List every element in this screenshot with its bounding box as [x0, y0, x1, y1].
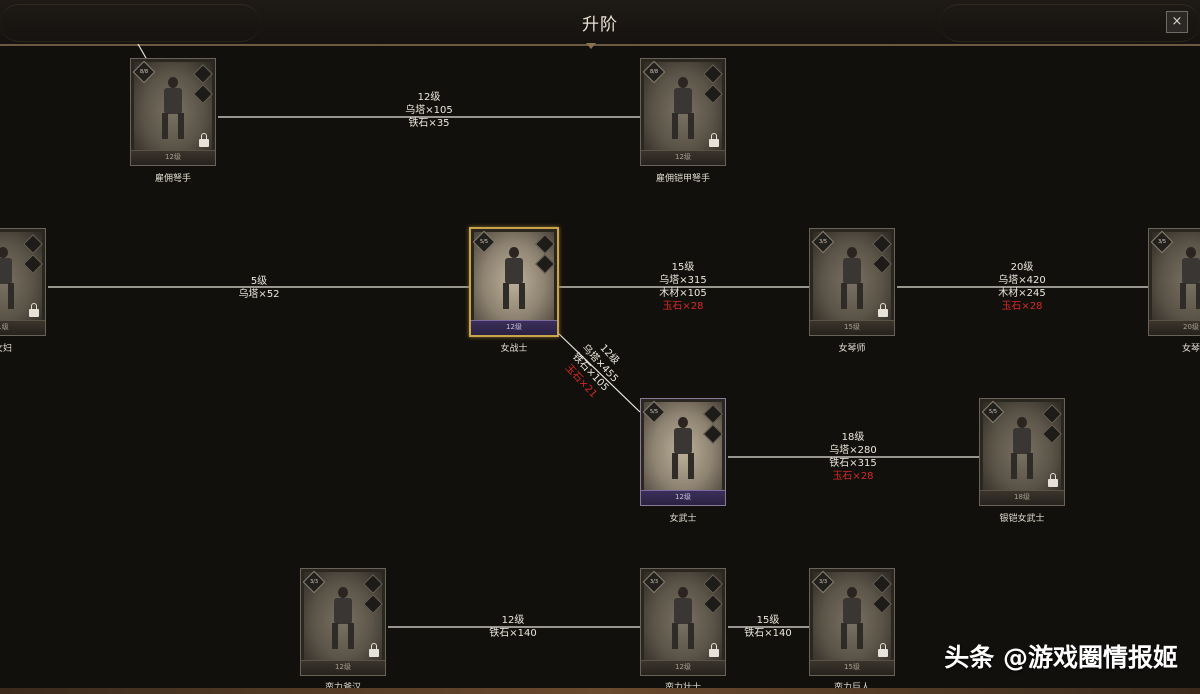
unit-figure	[671, 587, 695, 653]
title-ornament-left	[0, 4, 260, 42]
unit-figure	[840, 587, 864, 653]
unit-name: 女武士	[669, 514, 697, 524]
unit-level: 12级	[641, 490, 725, 505]
bottom-border	[0, 688, 1200, 694]
upgrade-cost-label: 15级 乌塔×315 木材×105 玉石×28	[659, 262, 707, 312]
lock-icon	[1048, 473, 1058, 487]
unit-card-female-warrior[interactable]: 5/5 12级	[469, 227, 559, 337]
unit-figure	[502, 247, 526, 313]
lock-icon	[878, 303, 888, 317]
unit-figure	[671, 417, 695, 483]
upgrade-cost-label: 5级 乌塔×52	[238, 276, 280, 300]
link-line-warrior-martial	[557, 332, 641, 413]
unit-name: 女战士	[500, 344, 528, 354]
upgrade-cost-label: 15级 铁石×140	[744, 615, 792, 639]
lock-icon	[29, 303, 39, 317]
unit-level: 20级	[1149, 320, 1200, 335]
lock-icon	[878, 643, 888, 657]
unit-level: 15级	[810, 320, 894, 335]
upgrade-cost-label: 12级 铁石×140	[489, 615, 537, 639]
unit-card-brute-strongman[interactable]: 3/3 12级	[640, 568, 726, 676]
unit-name: 女妇	[0, 344, 12, 354]
unit-card-silver-armor-female[interactable]: 5/5 18级	[979, 398, 1065, 506]
unit-level: 1级	[0, 320, 45, 335]
unit-figure	[0, 247, 15, 313]
unit-card-hired-crossbow[interactable]: 8/8 12级	[130, 58, 216, 166]
unit-level: 18级	[980, 490, 1064, 505]
upgrade-cost-label: 18级 乌塔×280 铁石×315 玉石×28	[829, 432, 877, 482]
unit-name: 雇佣弩手	[154, 174, 191, 184]
unit-name: 女琴	[1181, 344, 1200, 354]
lock-icon	[369, 643, 379, 657]
unit-name: 雇佣铠甲弩手	[655, 174, 710, 184]
watermark: 头条 @游戏圈情报姬	[944, 643, 1178, 672]
unit-card-hired-armored-crossbow[interactable]: 8/8 12级	[640, 58, 726, 166]
unit-card-brute-axeman[interactable]: 3/3 12级	[300, 568, 386, 676]
unit-card-female-martial[interactable]: 5/5 12级	[640, 398, 726, 506]
unit-figure	[1179, 247, 1200, 313]
close-button[interactable]: ×	[1166, 11, 1188, 33]
unit-figure	[161, 77, 185, 143]
upgrade-cost-label: 12级 乌塔×105 铁石×35	[405, 92, 453, 129]
unit-figure	[1010, 417, 1034, 483]
title-bar: 升阶 ×	[0, 0, 1200, 46]
unit-figure	[671, 77, 695, 143]
title-ornament-right	[940, 4, 1200, 42]
unit-level: 12级	[301, 660, 385, 675]
lock-icon	[199, 133, 209, 147]
link-line-top-offscreen	[137, 43, 147, 59]
unit-level: 12级	[131, 150, 215, 165]
unit-level: 12级	[641, 150, 725, 165]
unit-level: 15级	[810, 660, 894, 675]
lock-icon	[709, 133, 719, 147]
unit-name: 女琴师	[838, 344, 866, 354]
unit-figure	[331, 587, 355, 653]
unit-figure	[840, 247, 864, 313]
unit-card-female-lutist[interactable]: 3/5 15级	[809, 228, 895, 336]
unit-name: 银铠女武士	[999, 514, 1045, 524]
unit-card-brute-giant[interactable]: 3/3 15级	[809, 568, 895, 676]
lock-icon	[709, 643, 719, 657]
unit-level: 12级	[641, 660, 725, 675]
unit-card-female-lute-right[interactable]: 3/5 20级	[1148, 228, 1200, 336]
unit-level: 12级	[471, 320, 557, 335]
unit-card-woman-left[interactable]: 1级	[0, 228, 46, 336]
page-title: 升阶	[582, 15, 618, 35]
upgrade-cost-label: 20级 乌塔×420 木材×245 玉石×28	[998, 262, 1046, 312]
title-notch-icon	[586, 43, 596, 49]
